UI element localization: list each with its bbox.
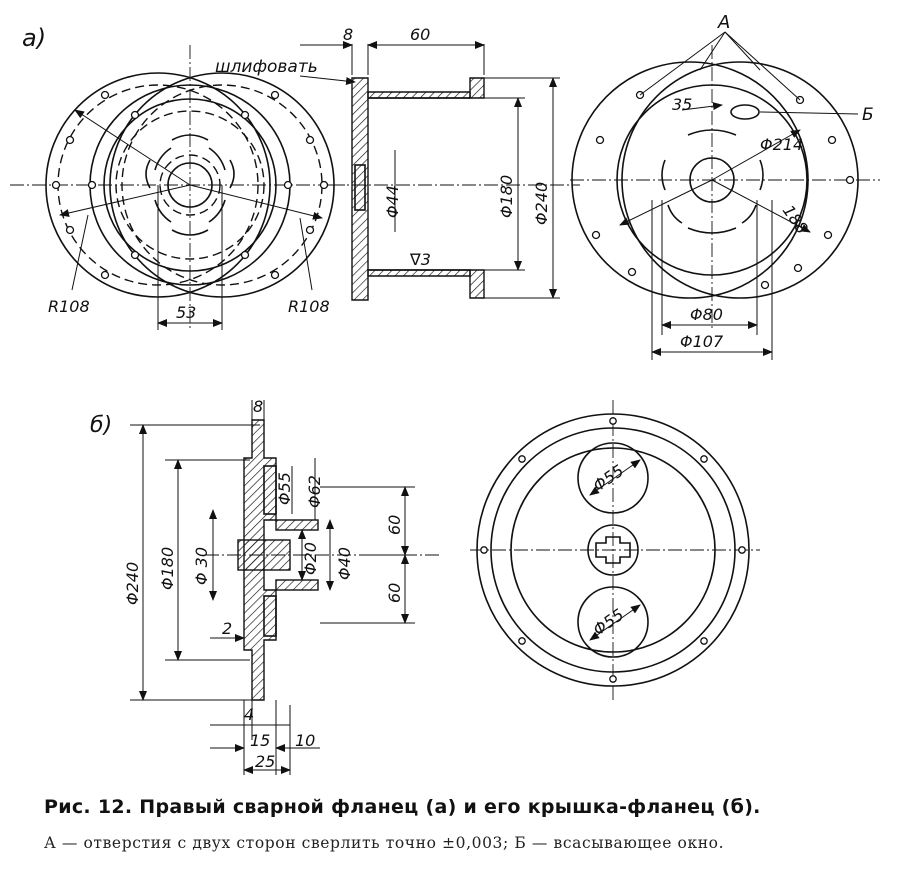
dim-4: 4: [244, 705, 254, 724]
dim-r108-left: R108: [48, 297, 90, 316]
dim-phi55-top: Φ55: [589, 461, 627, 495]
view-b-front: Φ55 Φ55: [470, 400, 760, 700]
view-b-label: б): [90, 413, 112, 438]
dim-60-top: 60: [410, 25, 430, 44]
dim-10: 10: [295, 731, 315, 750]
dim-188: 188: [779, 201, 812, 237]
bolt-holes-left: [51, 90, 329, 280]
grind-note: шлифовать: [215, 57, 318, 77]
dim-phi40: Φ40: [335, 547, 354, 580]
dim-phi180-a: Φ180: [497, 175, 516, 218]
dim-phi80: Φ80: [690, 305, 723, 324]
technical-drawing: а): [10, 12, 880, 775]
dim-r108-right: R108: [288, 297, 330, 316]
dim-15: 15: [250, 731, 270, 750]
view-a-section: 8 60 шлифовать Φ44 Φ180 Φ240 ∇3: [215, 25, 580, 301]
dim-60-upper: 60: [385, 515, 404, 535]
window-lower: [577, 586, 649, 658]
view-a-label: а): [22, 24, 46, 52]
dim-53: 53: [176, 303, 196, 322]
center-hub: [587, 524, 639, 576]
dim-phi180-b: Φ180: [158, 547, 177, 590]
dim-8-b: 8: [253, 397, 263, 416]
bolt-holes-cover: [480, 417, 746, 683]
dim-phi44: Φ44: [383, 185, 402, 218]
cover-outer-circle: [476, 413, 750, 687]
bolt-holes-right: [591, 90, 855, 290]
view-a-right-flange: А Б Φ214 188 35 Φ80 Φ107: [570, 12, 880, 360]
flange-wall-section: [351, 77, 369, 301]
dim-phi55-bottom: Φ55: [589, 605, 627, 639]
suction-window: [730, 104, 760, 120]
label-A: А: [717, 12, 730, 33]
center-bore: [167, 162, 213, 208]
dim-60-lower: 60: [385, 583, 404, 603]
suction-slots: [145, 134, 235, 236]
label-B: Б: [862, 105, 874, 125]
view-a-left-flange: а): [10, 24, 345, 330]
dim-2: 2: [222, 619, 232, 638]
figure-caption-title: Рис. 12. Правый сварной фланец (а) и его…: [44, 796, 761, 818]
dim-phi30: Φ 30: [192, 547, 211, 585]
dim-phi55-side: Φ55: [275, 472, 294, 505]
keyway: [595, 536, 631, 564]
dim-8-top: 8: [343, 25, 353, 44]
figure-caption-note: А — отверстия с двух сторон сверлить точ…: [44, 834, 725, 852]
dim-35: 35: [672, 95, 692, 114]
window-upper: [577, 442, 649, 514]
dim-25: 25: [255, 752, 275, 771]
suction-slots-right: [661, 129, 764, 234]
dim-phi214: Φ214: [760, 135, 803, 154]
dim-phi107: Φ107: [680, 332, 724, 351]
dim-phi62: Φ62: [305, 475, 324, 508]
view-b-section: б) Φ240 Φ180 Φ 30 Φ20 Φ40 Φ55 Φ62 60 60: [90, 397, 440, 775]
dim-phi240-b: Φ240: [123, 562, 142, 605]
dim-phi20: Φ20: [301, 542, 320, 575]
roughness-mark: ∇3: [409, 250, 431, 269]
dim-phi240-a: Φ240: [532, 182, 551, 225]
